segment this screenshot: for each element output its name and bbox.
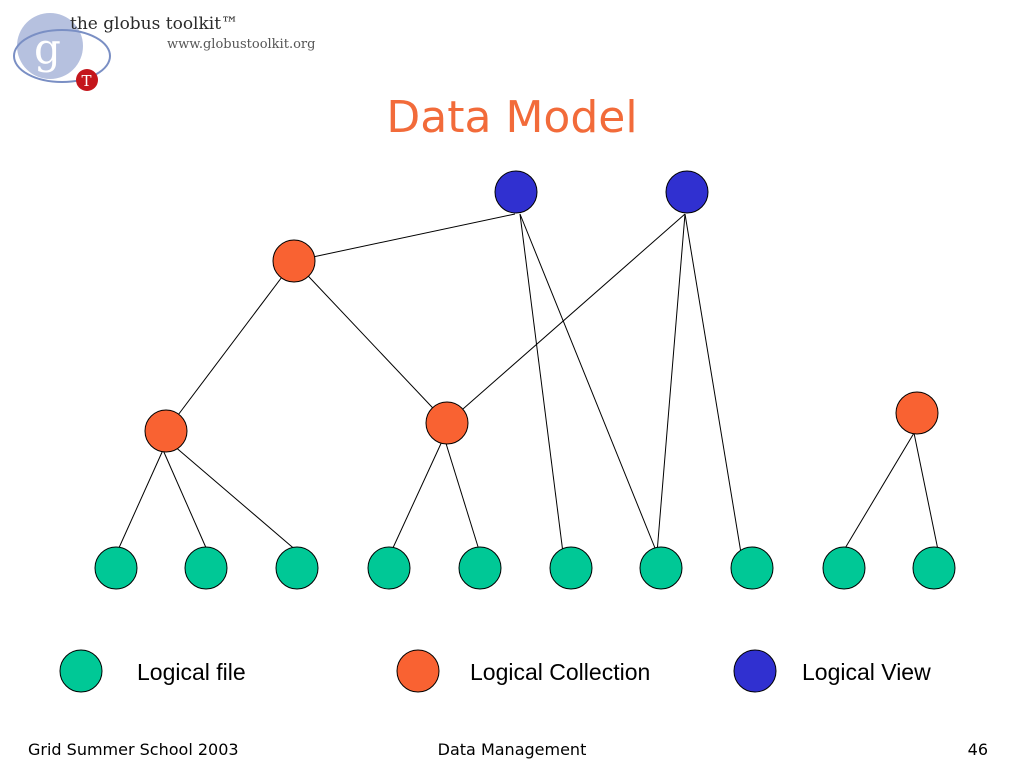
logical-view-node-2 (665, 170, 709, 214)
logo-letter: g (34, 24, 61, 73)
footer-center: Data Management (437, 740, 587, 759)
logical-file-node-8 (730, 546, 774, 590)
logical-view-node-1 (494, 170, 538, 214)
edge-view1-file7 (519, 213, 658, 554)
edge-collection-middle-file4 (391, 436, 445, 551)
edge-collection-top-middle (293, 260, 448, 424)
logo-url: www.globustoolkit.org (167, 37, 316, 52)
footer-left: Grid Summer School 2003 (28, 740, 239, 759)
logical-collection-node-right (895, 391, 939, 435)
legend-logical-collection-label: Logical Collection (470, 659, 651, 685)
logical-file-node-1 (94, 546, 138, 590)
edge-collection-right-file9 (843, 432, 915, 551)
logo-title: the globus toolkit™ (70, 14, 239, 34)
diagram-nodes (94, 170, 956, 590)
logical-file-node-7 (639, 546, 683, 590)
logical-collection-node-middle (425, 401, 469, 445)
legend (59, 649, 777, 693)
edge-view2-collection-middle (446, 213, 686, 424)
edge-collection-left-file2 (162, 449, 208, 551)
legend-logical-file-marker (59, 649, 103, 693)
logical-file-node-2 (184, 546, 228, 590)
edge-view1-file6 (519, 213, 564, 554)
logo-badge: T (82, 72, 92, 90)
legend-logical-view-marker (733, 649, 777, 693)
legend-logical-file-label: Logical file (137, 659, 246, 685)
logical-collection-node-left (144, 409, 188, 453)
legend-logical-collection-marker (396, 649, 440, 693)
edge-view2-file8 (684, 213, 742, 554)
logical-file-node-5 (458, 546, 502, 590)
legend-logical-view-label: Logical View (802, 659, 931, 685)
edge-view2-file7 (656, 213, 686, 554)
edge-collection-left-file1 (117, 449, 164, 551)
edge-collection-top-left (165, 260, 295, 432)
edge-collection-left-file3 (172, 444, 299, 553)
edge-collection-right-file10 (913, 432, 939, 551)
globus-logo-icon: g T (13, 13, 111, 91)
logical-collection-node-top (272, 239, 316, 283)
page-number: 46 (967, 740, 988, 759)
diagram-edges (117, 213, 939, 554)
edge-view1-collection-top (293, 213, 516, 262)
edge-collection-middle-file5 (443, 436, 480, 551)
logical-file-node-10 (912, 546, 956, 590)
logical-file-node-9 (822, 546, 866, 590)
slide-title: Data Model (386, 92, 638, 143)
logical-file-node-6 (549, 546, 593, 590)
logical-file-node-4 (367, 546, 411, 590)
logical-file-node-3 (275, 546, 319, 590)
